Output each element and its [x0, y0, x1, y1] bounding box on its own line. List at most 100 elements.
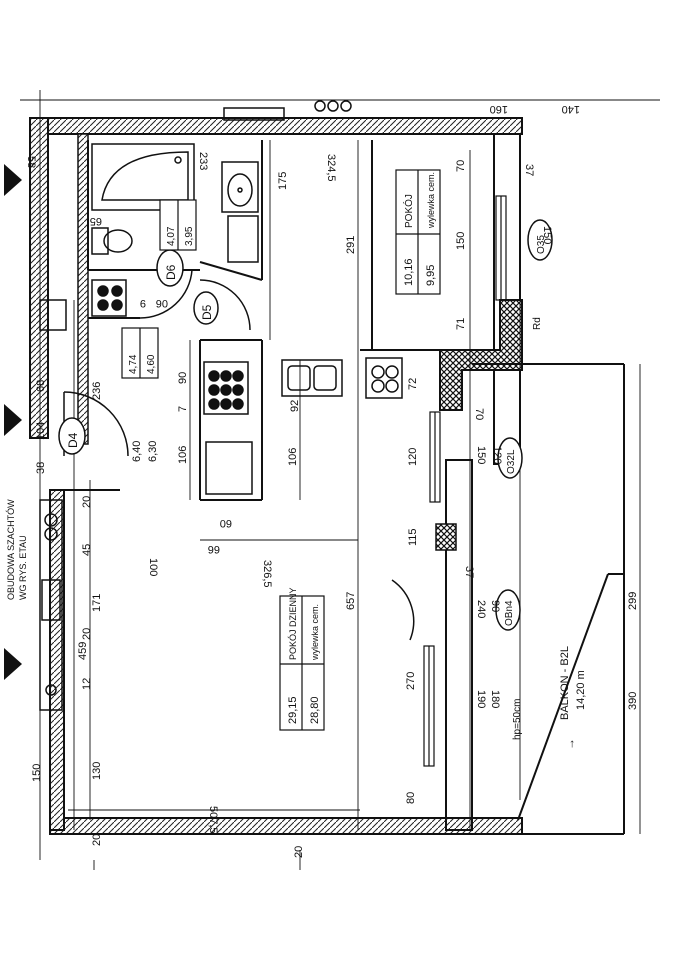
- bathroom-fixtures: [91, 143, 259, 263]
- dim: 45: [81, 544, 93, 556]
- dim: 68: [35, 380, 47, 392]
- bedroom-floor: wylewka cem.: [426, 172, 436, 229]
- arrow-icon: [4, 164, 22, 196]
- dim: 291: [345, 236, 357, 254]
- dim: 270: [405, 672, 417, 690]
- bathroom-area-total: 4,07: [166, 226, 177, 246]
- living-area-total: 29,15: [287, 696, 299, 724]
- door-d6: D6: [164, 264, 178, 280]
- dim: 507,5: [207, 806, 219, 834]
- arrow-icon: [4, 648, 22, 680]
- bedroom-area-total: 10,16: [403, 258, 415, 286]
- balcony-area: 14,20 m: [575, 670, 587, 710]
- dim: 92: [289, 400, 301, 412]
- small-column: [435, 523, 457, 551]
- concrete-column: [439, 299, 523, 411]
- dim: 66: [208, 543, 220, 555]
- rd-label: Rd: [532, 317, 543, 330]
- window-tag-o32: [497, 437, 523, 479]
- window-o35: O35: [536, 235, 547, 254]
- living-area-floor: 28,80: [309, 696, 321, 724]
- dim: 37: [523, 164, 535, 176]
- window-tag-o35: [527, 219, 553, 261]
- entrance-arrows: [4, 164, 22, 680]
- dim: 150: [31, 764, 43, 782]
- dim: 150: [455, 232, 467, 250]
- window-obn4: OBn4: [504, 600, 515, 626]
- bathroom-area-floor: 3,95: [184, 226, 195, 246]
- dim: 299: [627, 592, 639, 610]
- dimension-labels: 324,5 233 175 291 657 326,5 507,5 459 29…: [25, 103, 639, 858]
- room-label-boxes: [121, 169, 441, 731]
- dim: 326,5: [261, 560, 273, 588]
- living-name: POKÓJ DZIENNY: [288, 587, 298, 660]
- dim: 70: [473, 408, 485, 420]
- dim: 150: [475, 446, 487, 464]
- dim: 65: [90, 215, 102, 227]
- dim: 106: [287, 448, 299, 466]
- living-floor: wylewka cem.: [310, 604, 320, 661]
- dim: 459: [77, 642, 89, 660]
- dim: 150: [541, 226, 553, 244]
- dim: 190: [475, 690, 487, 708]
- dim: 20: [293, 846, 305, 858]
- dim: 70: [455, 160, 467, 172]
- hall-area-floor: 4,60: [146, 354, 157, 374]
- dim: 130: [91, 762, 103, 780]
- dim: 160: [490, 103, 508, 115]
- hp-label: hp=50cm: [512, 699, 523, 740]
- dim: 12: [81, 678, 93, 690]
- window-tag-obn4: [495, 589, 521, 631]
- dim: 390: [627, 692, 639, 710]
- door-d5: D5: [200, 304, 214, 320]
- hall-area-total: 4,74: [128, 354, 139, 374]
- dim: 6,40: [131, 441, 143, 462]
- dim: 120: [491, 446, 503, 464]
- dim: 657: [345, 592, 357, 610]
- dim: 06: [156, 297, 168, 309]
- bedroom-area-floor: 9,95: [425, 265, 437, 286]
- dim: 236: [91, 382, 103, 400]
- dim: 37: [463, 566, 475, 578]
- dim: 140: [562, 103, 580, 115]
- balcony-arrow: →: [563, 738, 577, 750]
- dim: 180: [489, 690, 501, 708]
- dim: 20: [81, 496, 93, 508]
- outer-walls: [29, 117, 523, 835]
- windows: [423, 195, 507, 767]
- interior-walls: [64, 140, 440, 501]
- dim: 71: [455, 318, 467, 330]
- arrow-icon: [4, 404, 22, 436]
- dim: 90: [489, 600, 501, 612]
- door-swings: [63, 269, 415, 641]
- balcony: [472, 363, 625, 835]
- shaft-label-1: OBUDOWA SZACHTÓW: [6, 499, 16, 600]
- dim: 9: [140, 297, 146, 309]
- dim: 120: [407, 448, 419, 466]
- dim: 6,30: [147, 441, 159, 462]
- dim: 104: [35, 422, 47, 440]
- dim: 324,5: [325, 154, 337, 182]
- dim: 240: [475, 600, 487, 618]
- bedroom-name: POKÓJ: [402, 194, 415, 228]
- door-tag-d5: [193, 291, 219, 325]
- shaft-label-2: WG RYS. ETAU: [18, 535, 28, 600]
- dim: 20: [91, 834, 103, 846]
- dimension-lines: [20, 90, 660, 870]
- dim: 58: [25, 156, 37, 168]
- dim: 20: [81, 628, 93, 640]
- dim: 72: [407, 378, 419, 390]
- dim: 80: [405, 792, 417, 804]
- balcony-name: BALKON - B2L: [559, 646, 571, 720]
- dim: 175: [277, 172, 289, 190]
- door-tag-d4: [58, 417, 86, 455]
- room-labels: 10,16 9,95 POKÓJ wylewka cem. 29,15 28,8…: [6, 172, 587, 750]
- door-tags: [58, 219, 553, 631]
- dim: 233: [197, 152, 209, 170]
- dim: 90: [177, 372, 189, 384]
- dim: 171: [91, 594, 103, 612]
- dim: 38: [35, 462, 47, 474]
- dim: 7: [177, 406, 189, 412]
- dim: 100: [147, 558, 159, 576]
